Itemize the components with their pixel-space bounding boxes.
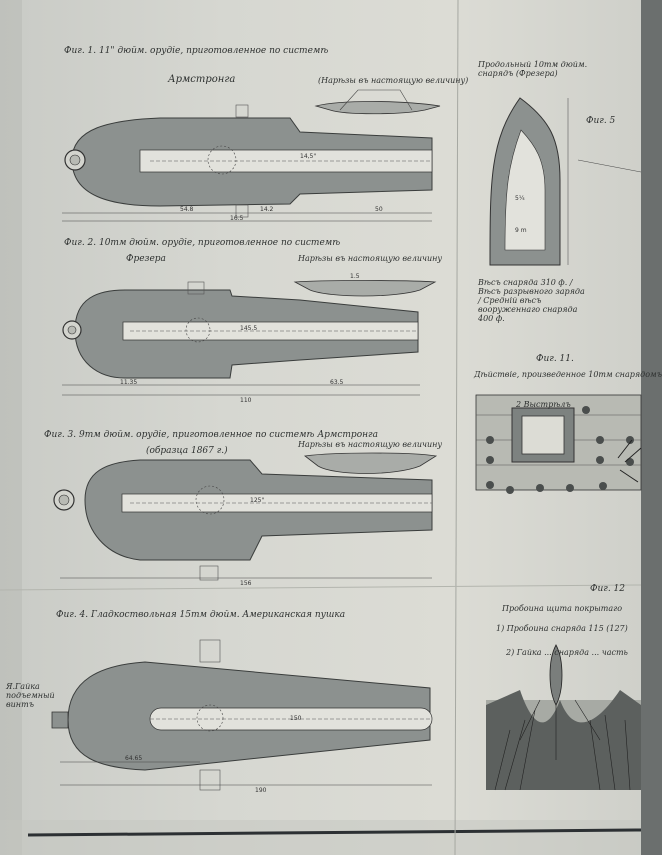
fig3-gun-drawing: 125" 156 [53,459,433,587]
svg-text:1.5: 1.5 [350,273,360,280]
svg-text:50: 50 [375,206,383,213]
right-text-2: 1) Пробоина снаряда 115 (127) [496,624,628,633]
svg-text:156: 156 [240,580,252,587]
fig2-groove-detail: 1.5 [293,273,437,297]
fig1-groove-note: (Нарѣзы въ настоящую величину) [318,76,469,85]
fig11-caption: Дѣйствіе, произведенное 10тм снарядомъ [474,370,662,379]
right-text-3: 2) Гайка ... снаряда ... часть [506,648,628,657]
svg-text:63.5: 63.5 [330,379,344,386]
fig11-target-label: 2 Выстрѣлъ [516,400,571,409]
svg-text:125": 125" [250,497,264,504]
fig5-label: Фиг. 5 [586,116,616,126]
fig1-title: Фиг. 1. 11" дюйм. орудіе, приготовленное… [64,46,329,56]
fig2-groove-note: Нарѣзы въ настоящую величину [298,254,443,263]
fig1-gun-drawing: 14,5" 54.8 14.2 50 16.5 [62,104,433,222]
fig11-title: Фиг. 11. [536,354,574,364]
drawing-canvas: 14,5" 54.8 14.2 50 16.5 145.5 11.35 63.5… [0,0,642,855]
fig1-system: Армстронга [168,74,236,85]
fig2-system: Фрезера [126,254,166,264]
svg-text:145.5: 145.5 [240,325,257,332]
fig3-groove-detail [303,452,438,474]
svg-text:190: 190 [255,787,267,794]
fig4-gun-drawing: 150 64.65 190 [51,639,433,794]
fig3-groove-note: Нарѣзы въ настоящую величину [298,440,443,449]
svg-text:11.35: 11.35 [120,379,137,386]
fig4-side-label: Я.Гайка подъемный винтъ [6,682,55,709]
svg-text:110: 110 [240,397,252,404]
fig5-shell-drawing: 5¼ 9 m [489,97,642,266]
fig11-armor-target [475,394,642,494]
fig3-year: (образца 1867 г.) [146,446,228,456]
svg-text:5¼: 5¼ [515,195,525,202]
fig5-weights: Вѣсъ снаряда 310 ф. / Вѣсъ разрывного за… [478,278,585,323]
fig12-title: Фиг. 12 [590,584,625,594]
svg-text:16.5: 16.5 [230,215,244,222]
svg-text:150: 150 [290,715,302,722]
svg-text:14.2: 14.2 [260,206,274,213]
svg-text:64.65: 64.65 [125,755,142,762]
fig12-splintered-wood [486,644,641,791]
fig3-title: Фиг. 3. 9тм дюйм. орудіе, приготовленное… [44,430,378,440]
fig2-title: Фиг. 2. 10тм дюйм. орудіе, приготовленно… [64,238,341,248]
fig5-title: Продольный 10тм дюйм. снарядъ (Фрезера) [478,60,588,78]
fig4-title: Фиг. 4. Гладкоствольная 15тм дюйм. Амери… [56,610,346,620]
fig2-gun-drawing: 145.5 11.35 63.5 110 [62,281,420,404]
svg-text:14,5": 14,5" [300,153,316,160]
right-text-1: Пробоина щита покрытаго [502,604,623,613]
svg-text:9 m: 9 m [515,227,527,234]
fig1-groove-detail [314,89,441,115]
svg-text:54.8: 54.8 [180,206,194,213]
